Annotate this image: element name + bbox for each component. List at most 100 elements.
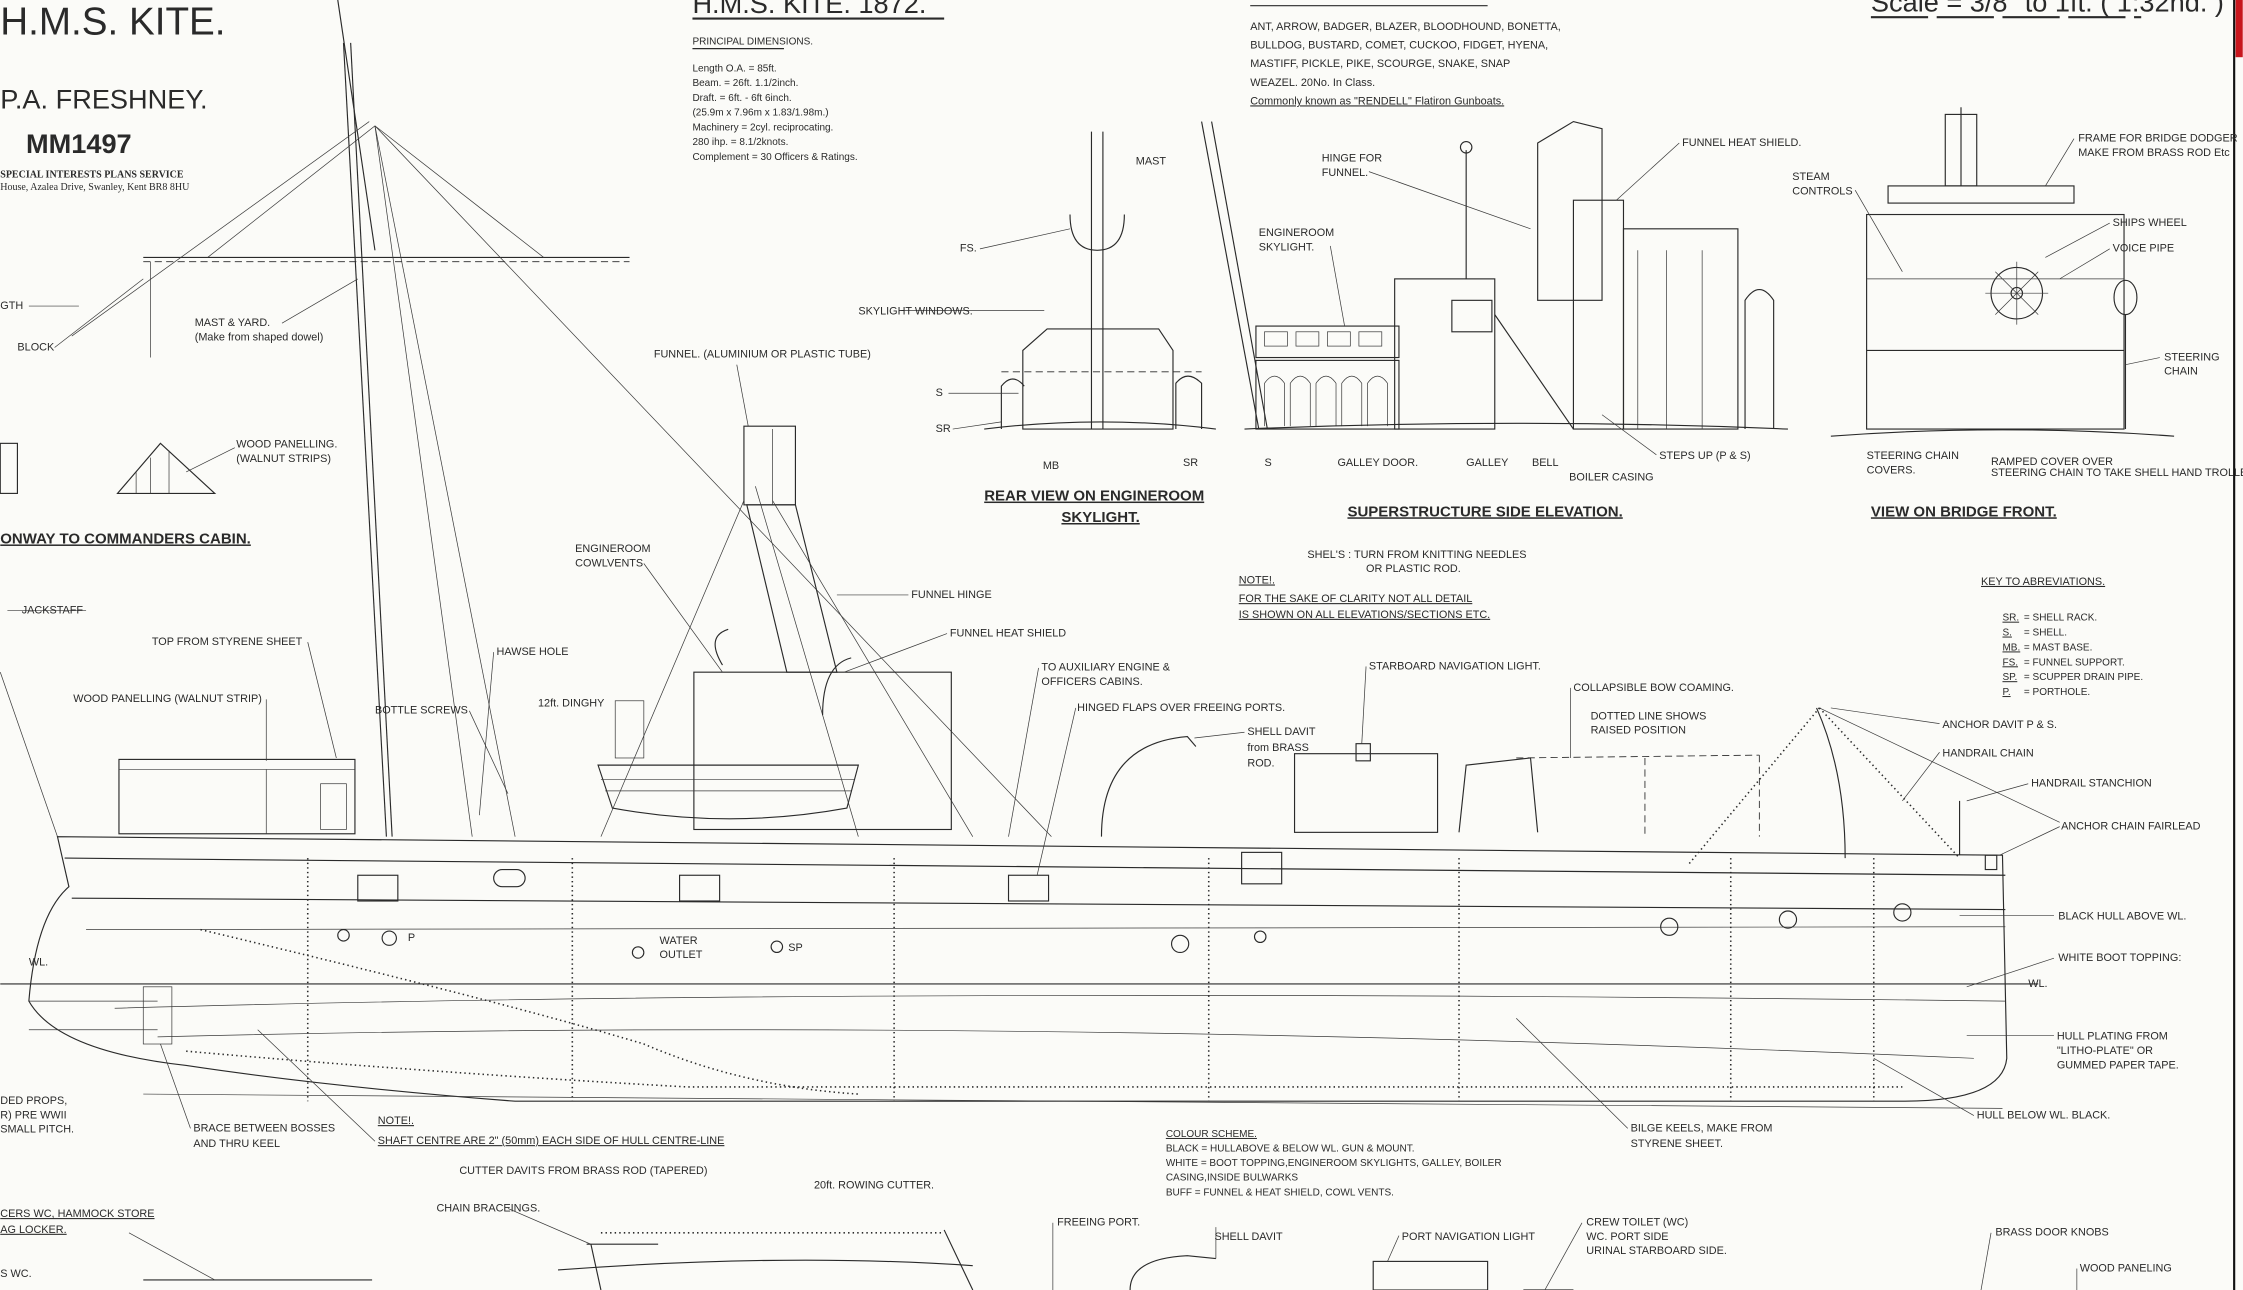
- spec-line: Machinery = 2cyl. reciprocating.: [692, 122, 833, 133]
- label-cowlvents-2: COWLVENTS: [575, 557, 643, 569]
- label-water-outlet-2: OUTLET: [660, 949, 703, 961]
- label-chain-braceings: CHAIN BRACEINGS.: [436, 1202, 540, 1214]
- companionway-drawing: [0, 442, 217, 494]
- label-flag-locker: AG LOCKER.: [0, 1224, 66, 1236]
- label-handrail-chain: HANDRAIL CHAIN: [1942, 748, 2033, 760]
- key-abbr: P.: [2002, 687, 2010, 698]
- label-sr-right: SR: [1183, 457, 1198, 469]
- label-jackstaff: JACKSTAFF: [22, 605, 84, 617]
- label-shell-davit-bottom: SHELL DAVIT: [1214, 1231, 1283, 1243]
- key-meaning: = MAST BASE.: [2024, 642, 2092, 653]
- plans-service: SPECIAL INTERESTS PLANS SERVICE: [0, 169, 184, 180]
- label-bridge-dodger-2: MAKE FROM BRASS ROD Etc: [2078, 147, 2230, 159]
- spec-line: 280 ihp. = 8.1/2knots.: [692, 137, 788, 148]
- label-funnel-tube: FUNNEL. (ALUMINIUM OR PLASTIC TUBE): [654, 349, 871, 361]
- label-mb: MB: [1043, 460, 1059, 472]
- dinghy: [597, 764, 860, 820]
- label-wood-panelling-2: (WALNUT STRIPS): [236, 453, 331, 465]
- colour-scheme-line: BLACK = HULLABOVE & BELOW WL. GUN & MOUN…: [1166, 1143, 1415, 1154]
- spec-line: Length O.A. = 85ft.: [692, 64, 776, 75]
- key-abbr: FS.: [2002, 657, 2018, 668]
- key-abbr: SP.: [2002, 672, 2017, 683]
- label-crew-toilet-1: CREW TOILET (WC): [1586, 1217, 1688, 1229]
- spec-line: (25.9m x 7.96m x 1.83/1.98m.): [692, 108, 828, 119]
- label-bilge-keels-2: STYRENE SHEET.: [1631, 1138, 1723, 1150]
- label-anchor-davit: ANCHOR DAVIT P & S.: [1942, 719, 2057, 731]
- label-s-left: S: [936, 387, 943, 399]
- view-title: ONWAY TO COMMANDERS CABIN.: [0, 530, 251, 547]
- label-boiler-casing: BOILER CASING: [1569, 472, 1653, 484]
- label-mast-yard-2: (Make from shaped dowel): [195, 331, 324, 343]
- label-dotted-line-1: DOTTED LINE SHOWS: [1591, 710, 1707, 722]
- label-steering-chain-1: STEERING: [2164, 351, 2220, 363]
- label-p: P: [408, 932, 415, 944]
- label-steam-controls-2: CONTROLS: [1792, 186, 1852, 198]
- label-shells-2: OR PLASTIC ROD.: [1366, 563, 1461, 575]
- address: House, Azalea Drive, Swanley, Kent BR8 8…: [0, 182, 190, 193]
- label-crew-toilet-3: URINAL STARBOARD SIDE.: [1586, 1245, 1727, 1257]
- label-black-hull: BLACK HULL ABOVE WL.: [2058, 911, 2186, 923]
- label-bilge-keels-1: BILGE KEELS, MAKE FROM: [1631, 1122, 1773, 1134]
- view-title: VIEW ON BRIDGE FRONT.: [1871, 503, 2057, 520]
- key-meaning: = SHELL.: [2024, 628, 2067, 639]
- view-title: SUPERSTRUCTURE SIDE ELEVATION.: [1347, 503, 1622, 520]
- key-meaning: = SCUPPER DRAIN PIPE.: [2024, 672, 2143, 683]
- key-heading: KEY TO ABREVIATIONS.: [1981, 576, 2105, 588]
- label-hinge-funnel-2: FUNNEL.: [1322, 167, 1368, 179]
- label-sr-left: SR: [936, 423, 951, 435]
- aft-deckhouse: [118, 758, 356, 835]
- label-funnel-heat-shield-top: FUNNEL HEAT SHIELD.: [1682, 137, 1801, 149]
- label-galley: GALLEY: [1466, 457, 1508, 469]
- label-wood-panelling-1: WOOD PANELLING.: [236, 439, 337, 451]
- label-wl-left: WL.: [29, 956, 48, 968]
- label-stbd-nav-light: STARBOARD NAVIGATION LIGHT.: [1369, 660, 1541, 672]
- key-meaning: = SHELL RACK.: [2024, 613, 2097, 624]
- label-wl-right: WL.: [2028, 978, 2047, 990]
- label-top-styrene: TOP FROM STYRENE SHEET: [152, 636, 303, 648]
- bridge-front-drawing: [1830, 107, 2175, 437]
- label-crew-toilet-2: WC. PORT SIDE: [1586, 1231, 1668, 1243]
- label-props-3: SMALL PITCH.: [0, 1124, 74, 1136]
- label-wood-paneling-bottom: WOOD PANELING: [2080, 1262, 2172, 1274]
- label-port-nav-light: PORT NAVIGATION LIGHT: [1402, 1231, 1536, 1243]
- label-shells-1: SHEL'S : TURN FROM KNITTING NEEDLES: [1307, 549, 1526, 561]
- label-bottle-screws: BOTTLE SCREWS: [375, 705, 468, 717]
- rowing-cutter-drawing: [143, 1229, 1574, 1290]
- label-aux-engine-2: OFFICERS CABINS.: [1041, 676, 1142, 688]
- superstructure-elevation-drawing: [1244, 120, 1788, 430]
- label-note-1: NOTE!.: [1239, 575, 1275, 587]
- label-hull-plating-3: GUMMED PAPER TAPE.: [2057, 1059, 2179, 1071]
- label-props-2: R) PRE WWII: [0, 1109, 66, 1121]
- label-handrail-stanchion: HANDRAIL STANCHION: [2031, 778, 2152, 790]
- label-ramped-cover-2: STEERING CHAIN TO TAKE SHELL HAND TROLLE…: [1991, 467, 2243, 479]
- label-mast-yard-1: MAST & YARD.: [195, 317, 270, 329]
- label-shell-davit-3: ROD.: [1247, 758, 1274, 770]
- label-brace-2: AND THRU KEEL: [193, 1138, 280, 1150]
- label-freeing-port: FREEING PORT.: [1057, 1217, 1140, 1229]
- label-length: GTH: [0, 300, 23, 312]
- label-props-1: DED PROPS,: [0, 1095, 67, 1107]
- label-shell-davit-2: from BRASS: [1247, 742, 1309, 754]
- specs-heading: H.M.S. KITE. 1872.: [692, 0, 926, 19]
- sister-ships-line: WEAZEL. 20No. In Class.: [1250, 77, 1375, 89]
- label-shell-davit-1: SHELL DAVIT: [1247, 726, 1316, 738]
- spec-line: Draft. = 6ft. - 6ft 6inch.: [692, 93, 791, 104]
- label-fs: FS.: [960, 243, 977, 255]
- label-wood-panelling-strip: WOOD PANELLING (WALNUT STRIP): [73, 693, 262, 705]
- label-steering-covers-1: STEERING CHAIN: [1867, 450, 1959, 462]
- spec-line: Complement = 30 Officers & Ratings.: [692, 152, 857, 163]
- label-steering-covers-2: COVERS.: [1867, 464, 1916, 476]
- sister-ships-line: MASTIFF, PICKLE, PIKE, SCOURGE, SNAKE, S…: [1250, 58, 1510, 70]
- heading-underlines: [692, 5, 2142, 50]
- specs-subheading: PRINCIPAL DIMENSIONS.: [692, 36, 813, 47]
- leader-lines: [7, 138, 2160, 1290]
- label-bell: BELL: [1532, 457, 1559, 469]
- profile-funnel: [600, 425, 974, 837]
- scale: Scale = 3/8" to 1ft. ( 1:32nd. ): [1871, 0, 2224, 17]
- label-cutter-davits: CUTTER DAVITS FROM BRASS ROD (TAPERED): [459, 1165, 707, 1177]
- key-abbr: S.: [2002, 628, 2011, 639]
- key-meaning: = PORTHOLE.: [2024, 687, 2090, 698]
- label-anchor-fairlead: ANCHOR CHAIN FAIRLEAD: [2061, 820, 2201, 832]
